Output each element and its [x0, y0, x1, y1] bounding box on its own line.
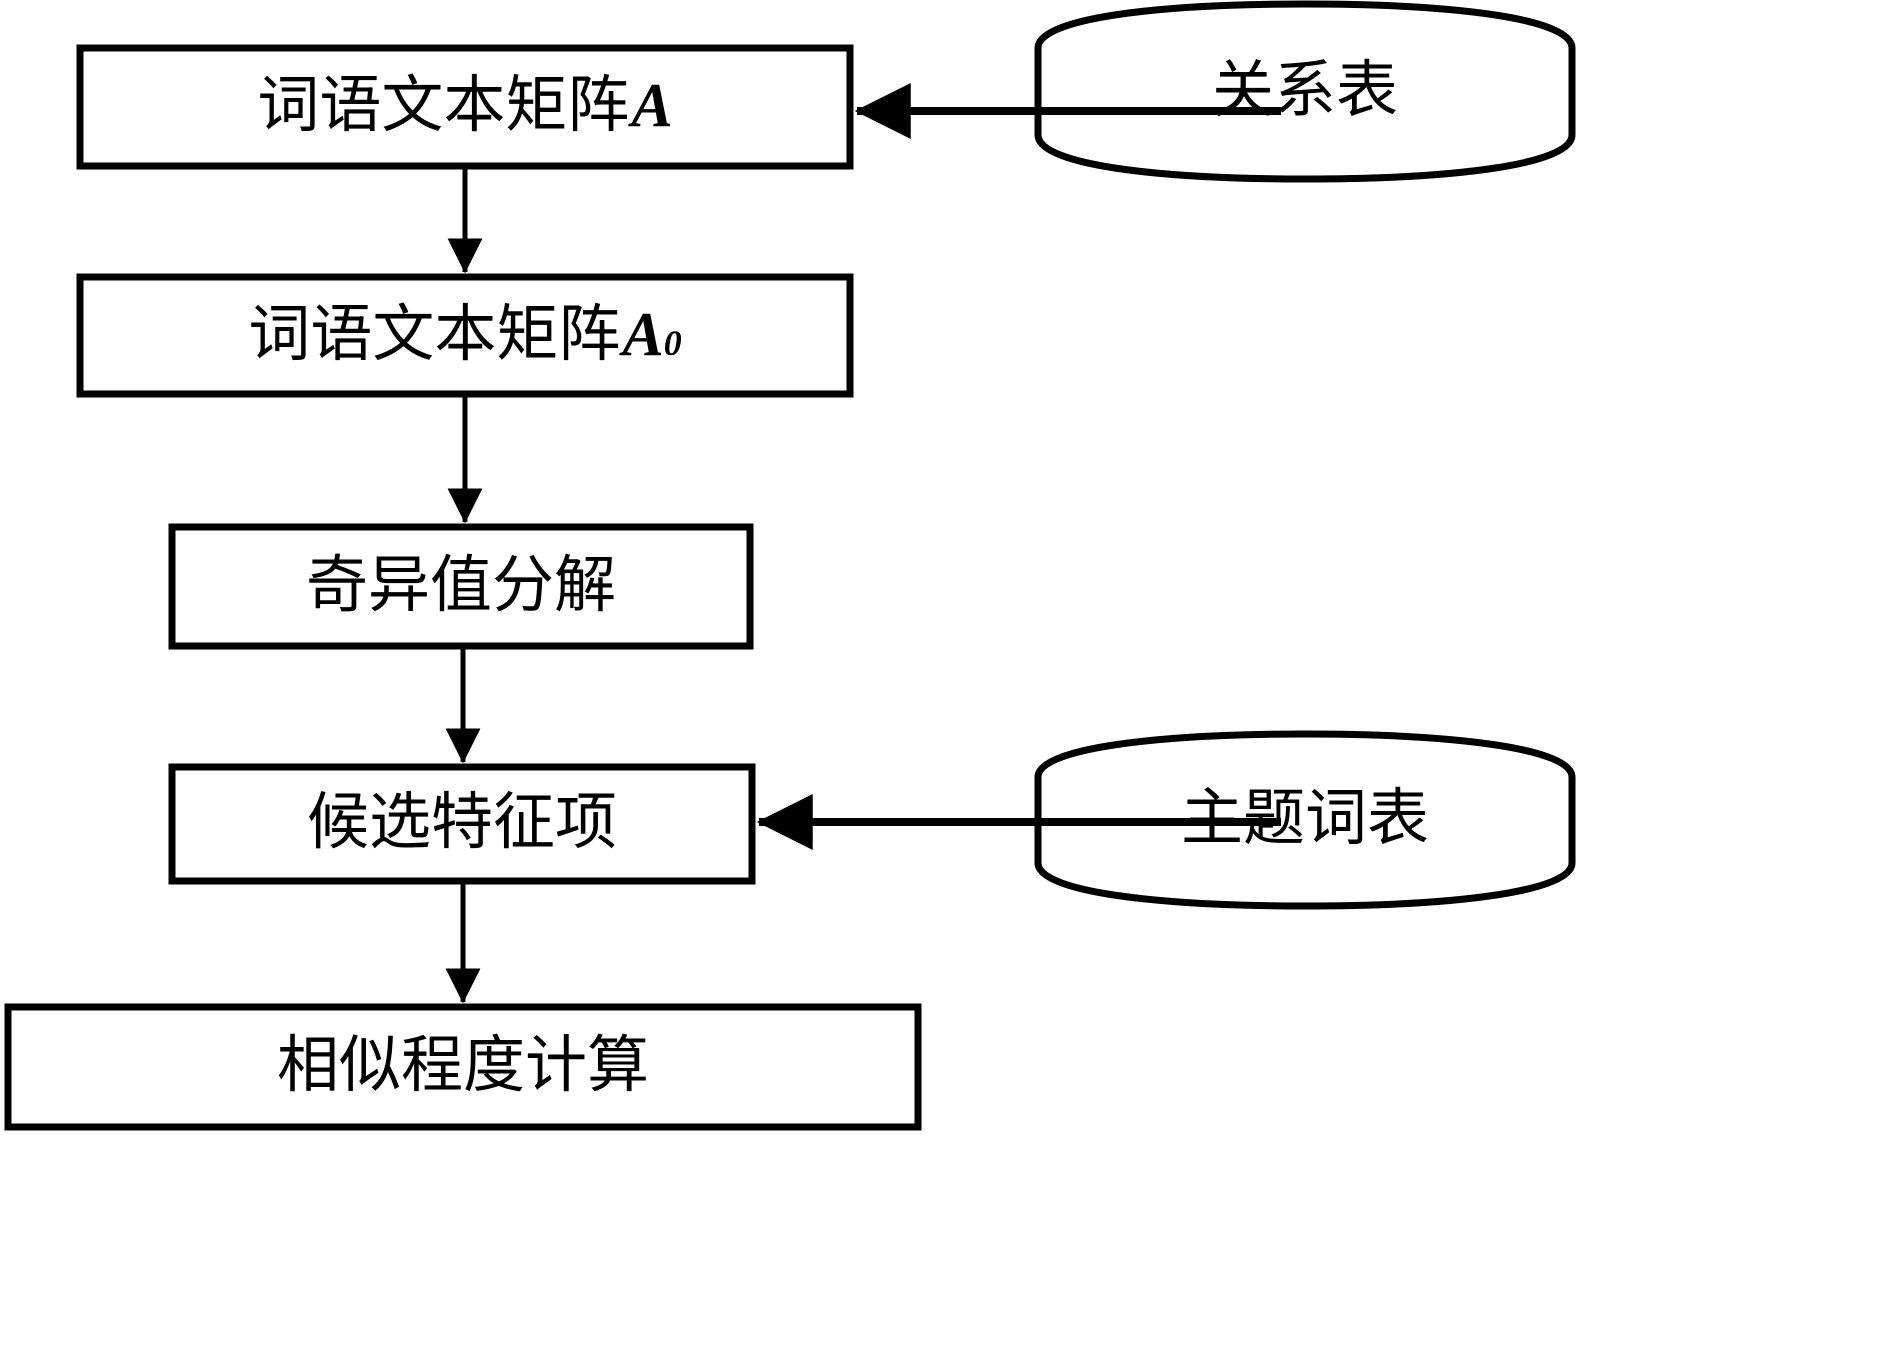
node-term-doc-matrix-a0-shape[interactable] [76, 273, 854, 398]
node-similarity-computation-shape[interactable] [4, 1003, 922, 1131]
node-relation-table-shape[interactable] [1034, 0, 1576, 183]
node-term-doc-matrix-a-shape[interactable] [76, 44, 854, 170]
node-subject-thesaurus-shape[interactable] [1034, 730, 1576, 910]
node-svd-shape[interactable] [168, 523, 754, 650]
node-candidate-feature-terms-shape[interactable] [168, 763, 756, 885]
